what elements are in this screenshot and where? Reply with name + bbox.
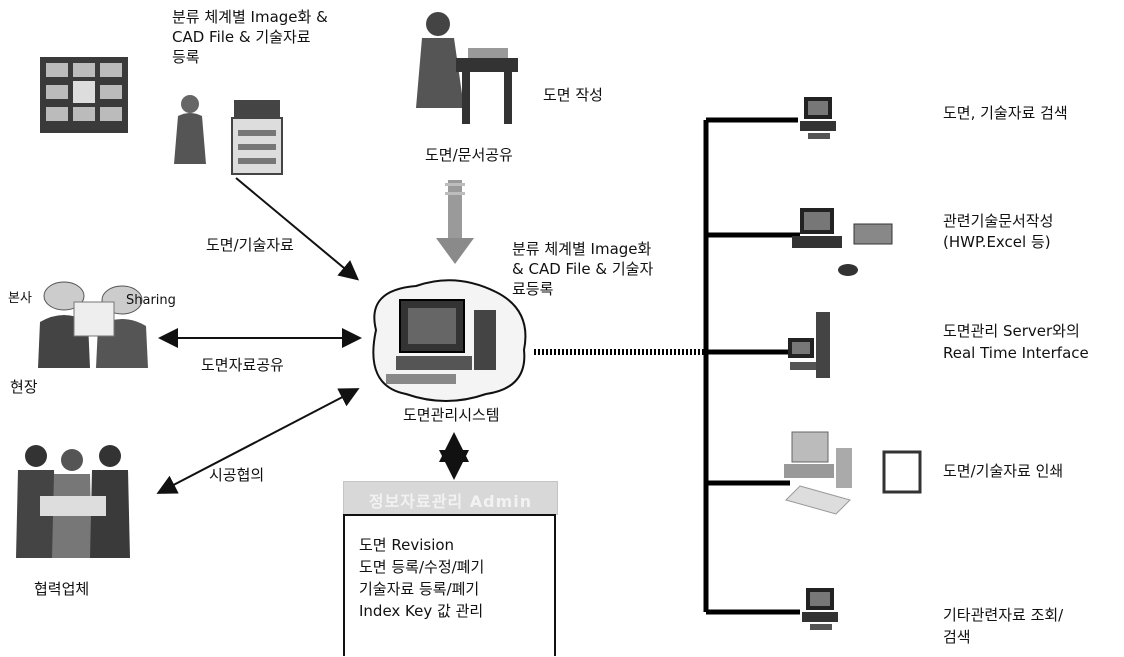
grey-down-arrow [436,180,474,264]
arrow-partner-out [156,440,259,494]
printer-station-icon [784,431,922,515]
right-item-doc-1: 관련기술문서작성 [943,212,1054,230]
right-item-other-1: 기타관련자료 조회/ [943,606,1064,624]
right-item-search: 도면, 기술자료 검색 [943,104,1068,122]
right-item-server-2: Real Time Interface [943,344,1089,362]
center-caption-1: 분류 체계별 Image화 [512,240,652,258]
admin-line-index: Index Key 값 관리 [359,602,484,620]
site-workers-icon [38,281,148,368]
construction-consult-label: 시공협의 [209,466,265,484]
center-caption-2: & CAD File & 기술자 [512,260,654,278]
partner-label: 협력업체 [34,580,90,598]
right-item-doc-2: (HWP.Excel 등) [943,233,1051,251]
right-item-server-1: 도면관리 Server와의 [943,322,1080,340]
drawing-tech-data-label: 도면/기술자료 [206,236,294,254]
partners-group-icon [16,445,130,558]
drawing-data-share-label: 도면자료공유 [201,356,284,374]
sharing-label: Sharing [126,293,176,308]
site-label: 현장 [10,378,38,396]
system-computer-icon [372,279,527,402]
admin-title: 정보자료관리 Admin [368,492,533,511]
admin-panel: 도면 Revision 도면 등록/수정/폐기 기술자료 등록/폐기 Index… [343,514,556,656]
admin-title-bar: 정보자료관리 Admin [343,481,558,515]
right-item-other-2: 검색 [943,628,971,646]
system-label: 도면관리시스템 [403,406,500,424]
right-item-print: 도면/기술자료 인쇄 [943,462,1064,480]
register-caption-2: CAD File & 기술자료 [172,28,311,46]
center-caption-3: 료등록 [512,280,554,298]
computer-query-icon [802,588,838,630]
arrow-partner-in [257,388,360,442]
hq-label: 본사 [8,291,32,306]
workstation-printer-icon [792,208,893,276]
admin-line-revision: 도면 Revision [359,536,455,554]
filing-cabinet-icon [40,57,128,133]
drawing-creation-label: 도면 작성 [543,86,603,104]
drafting-person-icon [416,12,518,124]
drawing-doc-share-label: 도면/문서공유 [425,146,513,164]
server-icon [788,312,830,378]
copier-person-icon [174,95,283,175]
register-caption-3: 등록 [172,48,200,66]
arrow-register [235,177,360,281]
admin-line-drawing: 도면 등록/수정/폐기 [359,558,485,576]
register-caption-1: 분류 체계별 Image화 & [172,8,328,26]
computer-search-icon [800,97,836,139]
admin-line-tech: 기술자료 등록/폐기 [359,580,480,598]
